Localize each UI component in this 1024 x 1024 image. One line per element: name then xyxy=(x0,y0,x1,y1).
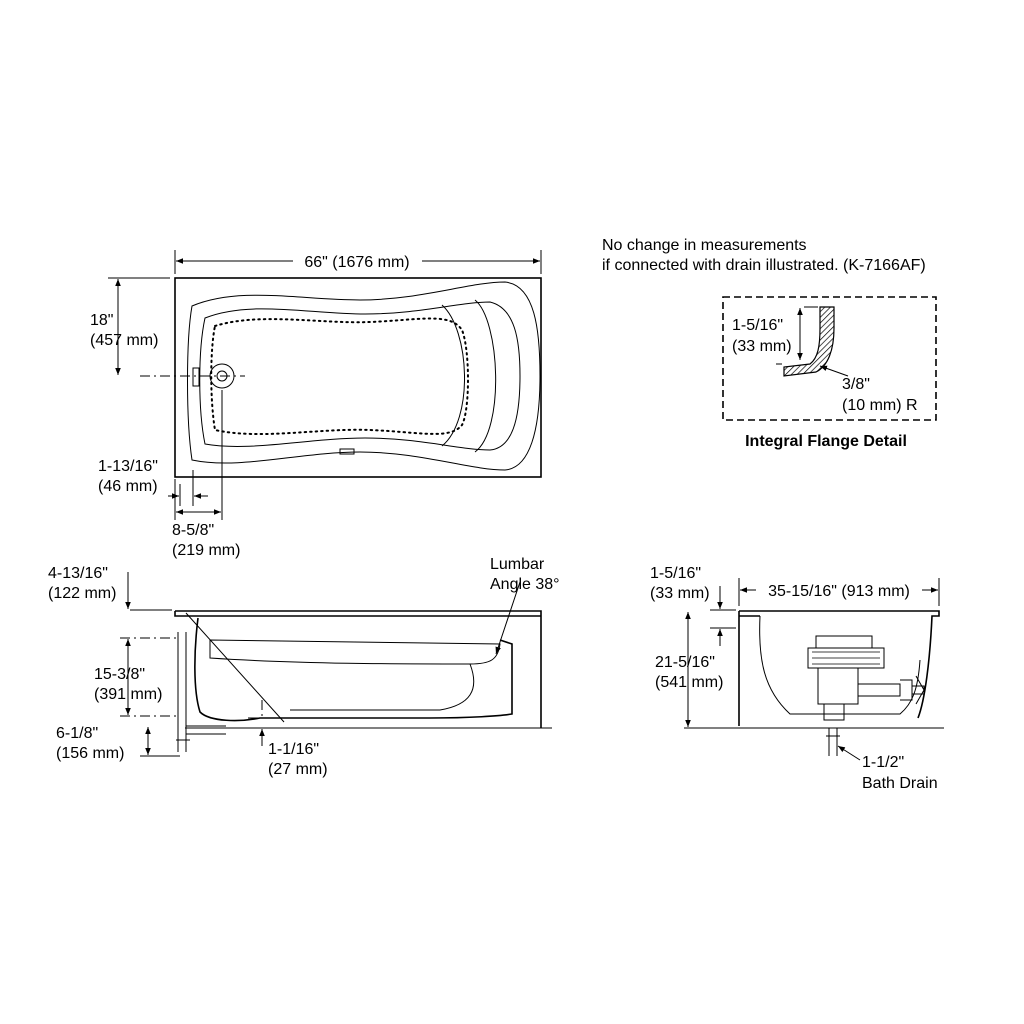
edge-dimension-mm: (46 mm) xyxy=(98,478,158,495)
tub-outline-plan xyxy=(174,277,542,478)
tub-basin-plan xyxy=(199,301,521,451)
side-view: 4-13/16" (122 mm) Lumbar Angle 38° 15-3/… xyxy=(48,556,560,778)
flange-height-inches: 1-5/16" xyxy=(732,317,783,334)
tub-rim-plan xyxy=(187,281,541,471)
note-line-2: if connected with drain illustrated. (K-… xyxy=(602,257,926,274)
depth-inches: 15-3/8" xyxy=(94,666,145,683)
edge-dimension-inches: 1-13/16" xyxy=(98,458,158,475)
overflow-pipe-side xyxy=(176,632,226,752)
top-height-inches: 4-13/16" xyxy=(48,565,108,582)
top-view: 66" (1676 mm) 18" (457 mm) 1-13/16" (46 … xyxy=(90,250,542,559)
overflow-plan xyxy=(192,367,200,387)
end-height-mm: (541 mm) xyxy=(655,674,723,691)
drain-offset-mm: (219 mm) xyxy=(172,542,240,559)
note-line-1: No change in measurements xyxy=(602,237,807,254)
end-view: 1-5/16" (33 mm) 35-15/16" (913 mm) 21-5/… xyxy=(650,565,944,792)
top-height-mm: (122 mm) xyxy=(48,585,116,602)
flange-detail: 1-5/16" (33 mm) 3/8" (10 mm) R Integral … xyxy=(722,296,937,450)
flange-profile xyxy=(783,306,835,377)
end-height-inches: 21-5/16" xyxy=(655,654,715,671)
floor-clearance-inches: 1-1/16" xyxy=(268,741,319,758)
tub-lumbar-side xyxy=(290,663,475,711)
tub-outline-end xyxy=(738,610,940,726)
jet-dots-plan xyxy=(210,317,469,436)
length-dimension-label: 66" (1676 mm) xyxy=(304,254,409,271)
tub-seat-plan xyxy=(441,299,497,453)
depth-mm: (391 mm) xyxy=(94,686,162,703)
tub-rim-side xyxy=(174,610,542,728)
lumbar-label-line-2: Angle 38° xyxy=(490,576,560,593)
bath-drain-size: 1-1/2" xyxy=(862,754,904,771)
lumbar-angle-line xyxy=(185,612,285,723)
tub-basin-side xyxy=(209,639,501,665)
note: No change in measurements if connected w… xyxy=(602,237,926,274)
flange-radius-mm: (10 mm) R xyxy=(842,397,918,414)
bath-drain-label: Bath Drain xyxy=(862,775,938,792)
flange-detail-frame xyxy=(722,296,937,421)
end-flange-mm: (33 mm) xyxy=(650,585,710,602)
pump-access-plan xyxy=(339,448,355,455)
width-dimension-mm: (457 mm) xyxy=(90,332,158,349)
end-flange-inches: 1-5/16" xyxy=(650,565,701,582)
bottom-height-mm: (156 mm) xyxy=(56,745,124,762)
lumbar-label-line-1: Lumbar xyxy=(490,556,545,573)
flange-detail-title: Integral Flange Detail xyxy=(745,433,907,450)
pump-motor-end xyxy=(807,635,925,756)
width-dimension-inches: 18" xyxy=(90,312,113,329)
flange-height-mm: (33 mm) xyxy=(732,338,792,355)
tub-body-end xyxy=(759,615,921,715)
end-width-label: 35-15/16" (913 mm) xyxy=(768,583,910,600)
bottom-height-inches: 6-1/8" xyxy=(56,725,98,742)
floor-clearance-mm: (27 mm) xyxy=(268,761,328,778)
drain-offset-inches: 8-5/8" xyxy=(172,522,214,539)
tub-body-side xyxy=(194,617,513,722)
flange-radius-inches: 3/8" xyxy=(842,376,870,393)
